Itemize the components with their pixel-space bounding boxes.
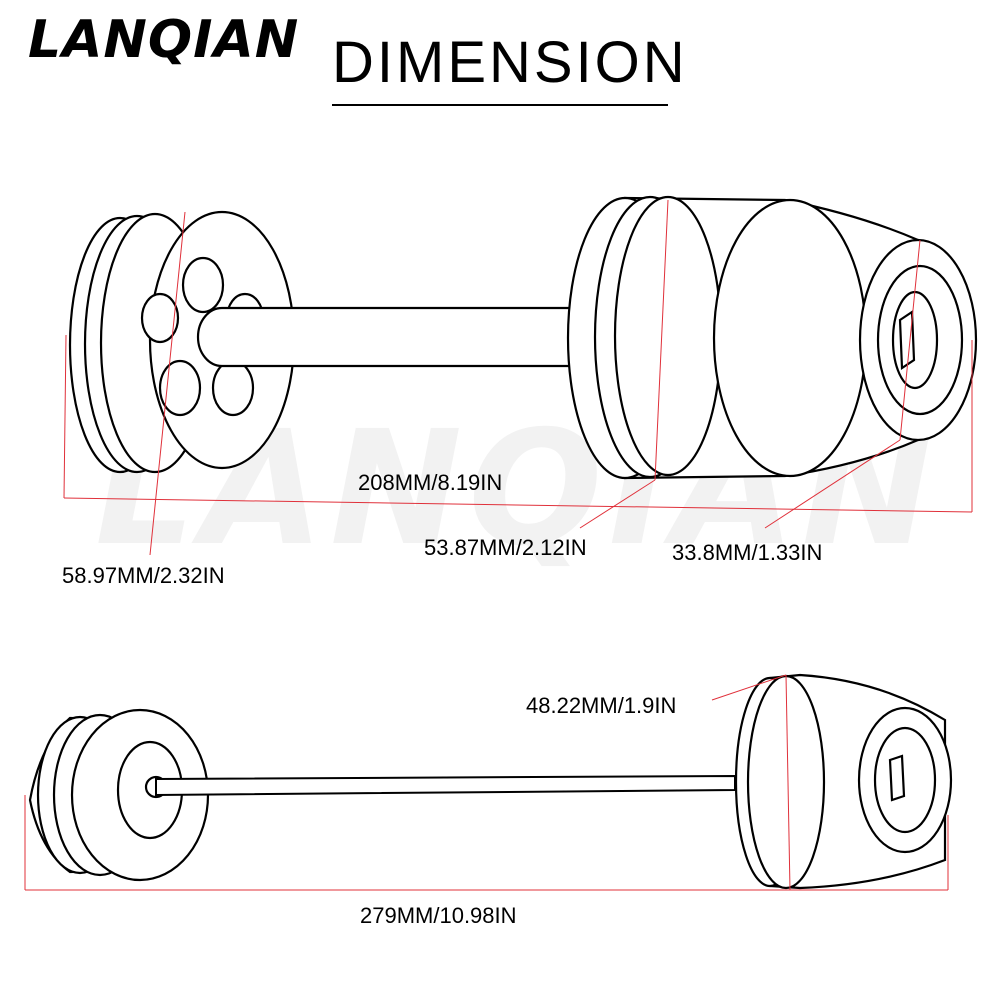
top-overall-length-label: 208MM/8.19IN xyxy=(358,470,503,495)
left-cap-diameter-label: 58.97MM/2.32IN xyxy=(62,563,225,588)
end-face-diameter-label: 33.8MM/1.33IN xyxy=(672,540,823,565)
slider-diameter-label: 48.22MM/1.9IN xyxy=(526,693,677,718)
bottom-overall-length-label: 279MM/10.98IN xyxy=(360,903,517,928)
bottom-right-slider xyxy=(734,673,953,890)
top-left-cap xyxy=(68,210,296,474)
bottom-rod xyxy=(155,774,736,797)
right-body-diameter-label: 53.87MM/2.12IN xyxy=(424,535,587,560)
top-right-slider xyxy=(566,195,978,480)
dimension-lines xyxy=(24,199,973,891)
bottom-left-slider xyxy=(28,708,210,882)
page-title: DIMENSION xyxy=(332,30,688,95)
top-rod xyxy=(196,306,597,368)
brand-logo: LANQIAN xyxy=(28,10,300,70)
title-underline xyxy=(332,104,668,106)
